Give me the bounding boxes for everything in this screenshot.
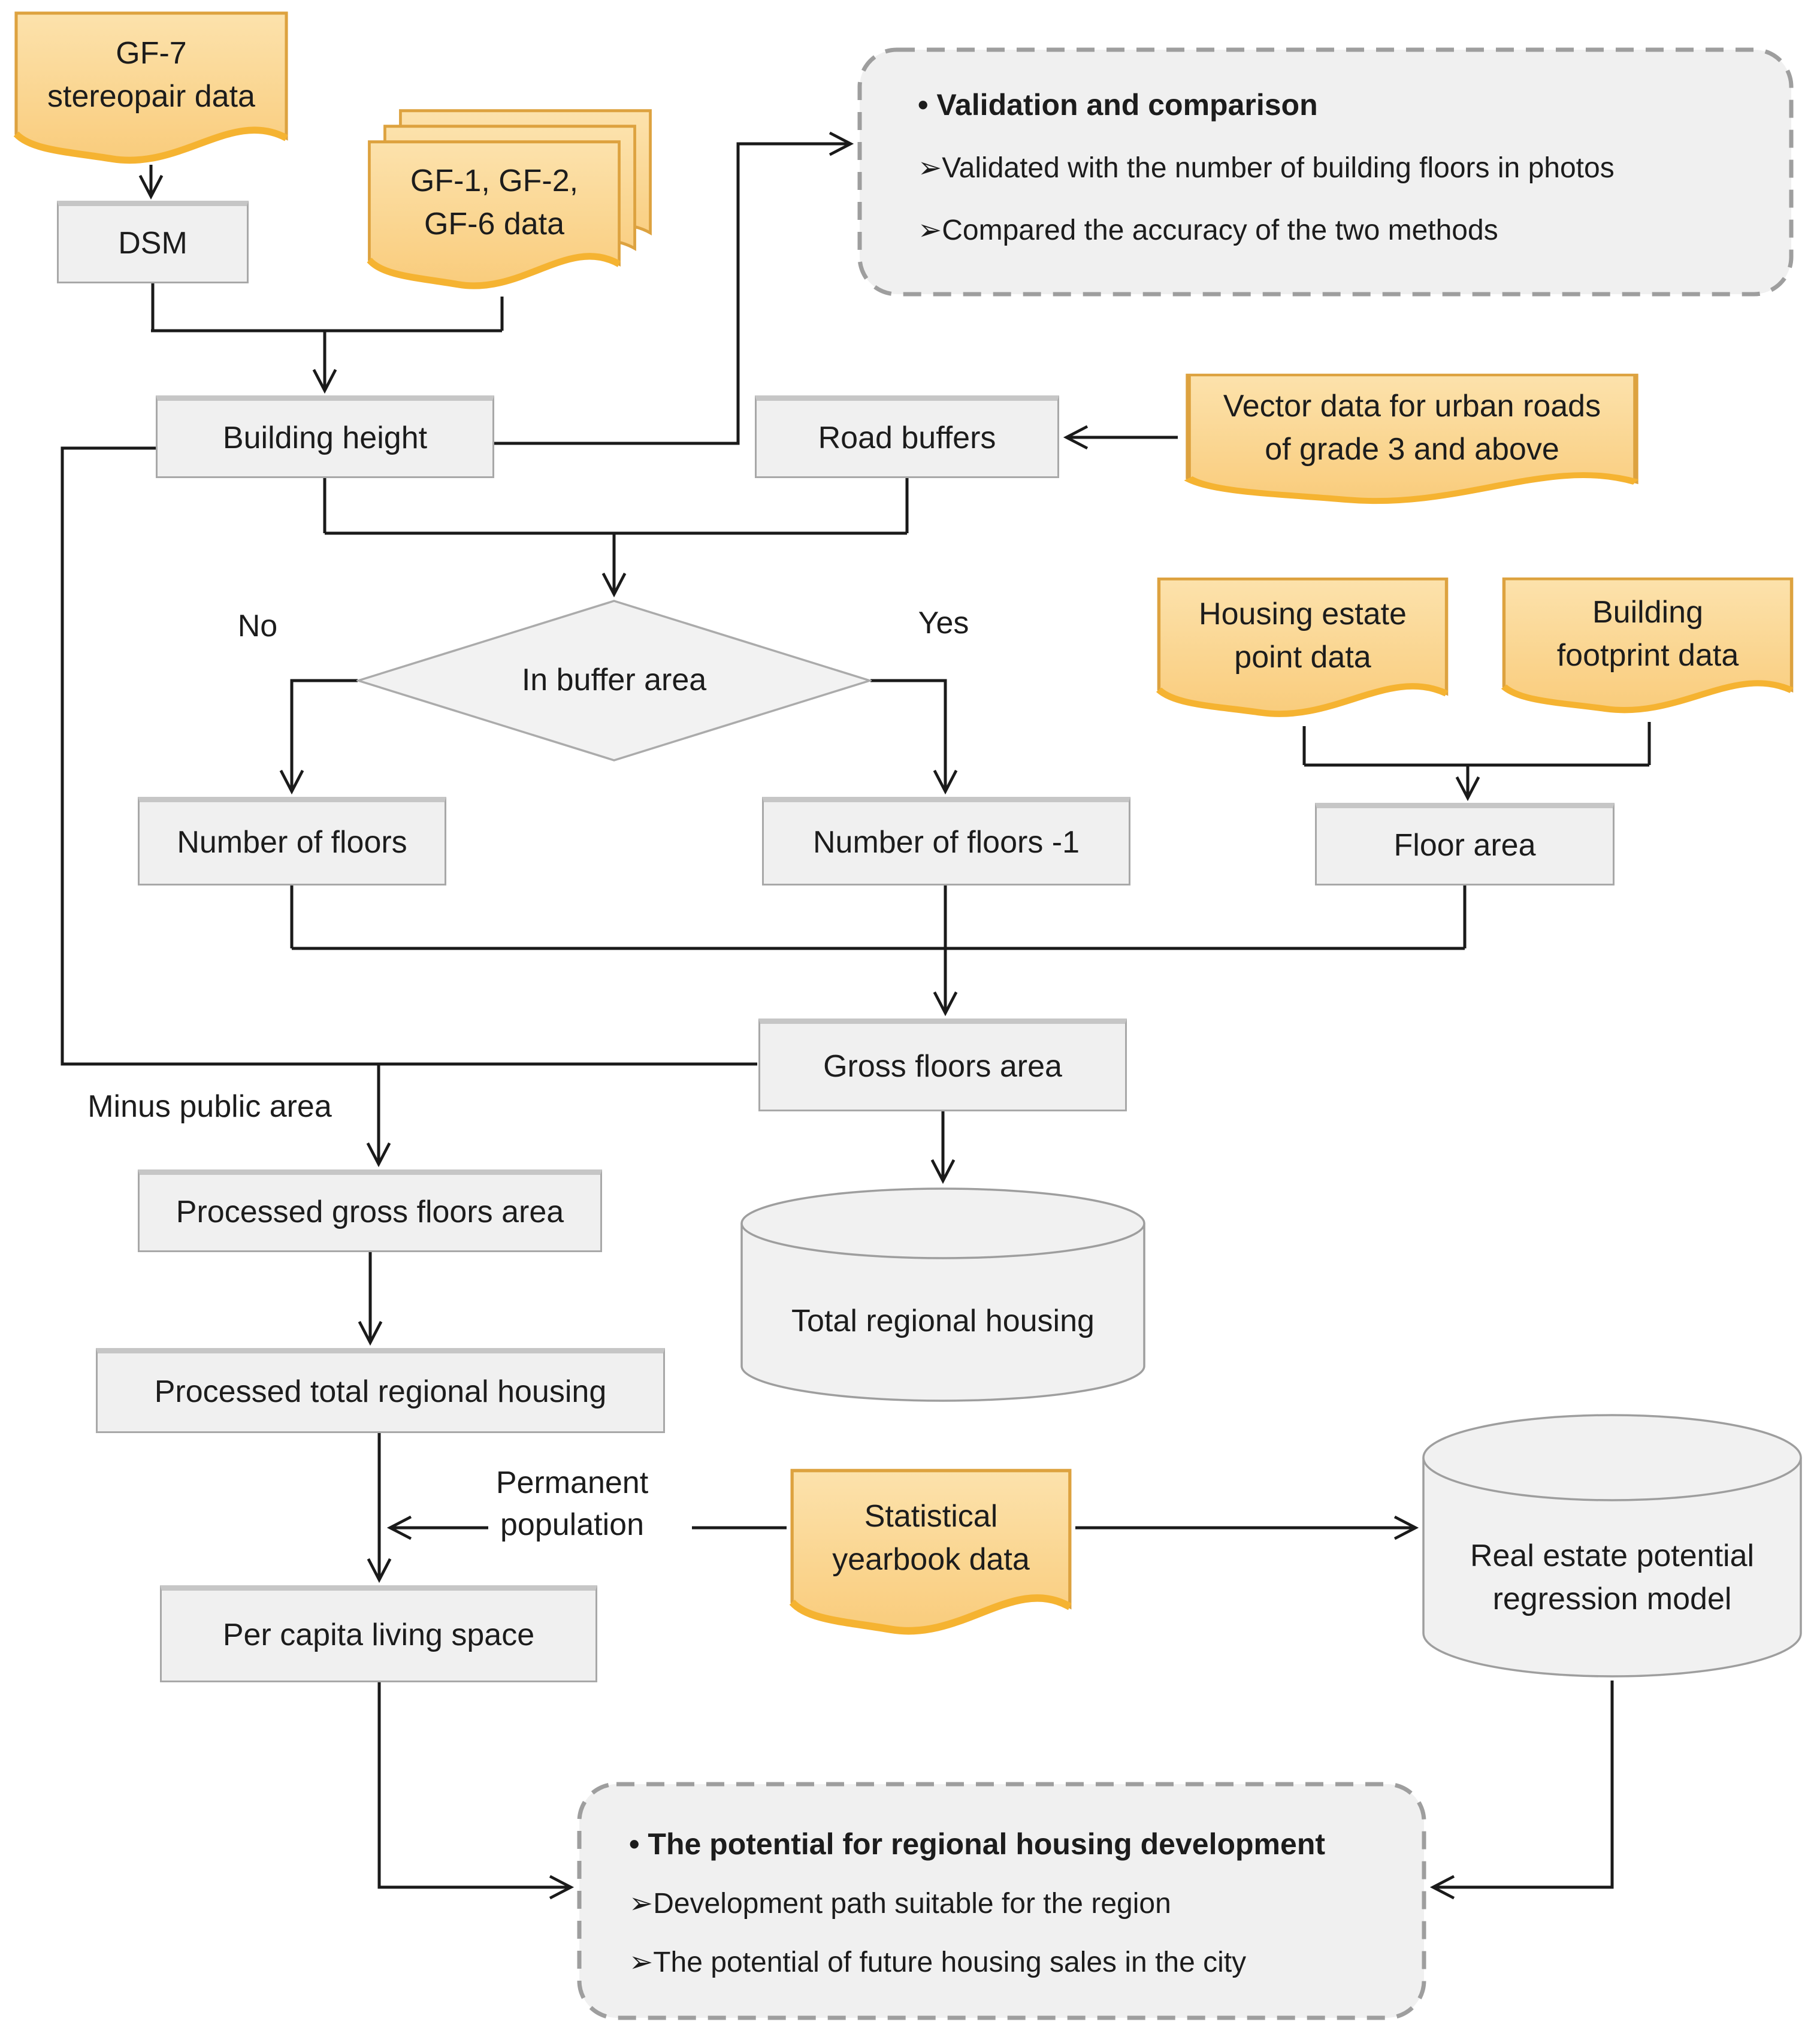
connector-building-height-loop bbox=[61, 446, 757, 1066]
cylinder-shape-icon bbox=[740, 1187, 1145, 1402]
number-of-floors-minus1-box: Number of floors -1 bbox=[762, 797, 1130, 885]
validation-panel: • Validation and comparison ➢Validated w… bbox=[857, 47, 1794, 297]
number-of-floors-label: Number of floors bbox=[177, 825, 407, 860]
statistical-yearbook-doc: Statistical yearbook data bbox=[788, 1466, 1074, 1648]
dsm-box: DSM bbox=[57, 201, 249, 283]
document-shape-icon bbox=[13, 11, 288, 164]
document-shape-icon bbox=[1184, 373, 1639, 504]
gf7-stereopair-doc: GF-7 stereopair data bbox=[12, 9, 291, 176]
per-capita-living-space-box: Per capita living space bbox=[160, 1585, 597, 1682]
gf7-stereopair-label: GF-7 stereopair data bbox=[47, 36, 255, 114]
validation-title: • Validation and comparison bbox=[918, 88, 1318, 122]
statistical-yearbook-label: Statistical yearbook data bbox=[832, 1499, 1030, 1577]
document-shape-icon bbox=[1501, 577, 1794, 714]
branch-label-yes: Yes bbox=[918, 605, 969, 640]
connector-building-height-to-validation bbox=[494, 131, 854, 445]
floor-area-label: Floor area bbox=[1393, 828, 1536, 863]
dashed-border-icon bbox=[577, 1782, 1426, 2020]
cylinder-shape-icon bbox=[1422, 1414, 1802, 1678]
potential-item: ➢Development path suitable for the regio… bbox=[629, 1888, 1171, 1920]
document-shape-icon bbox=[789, 1468, 1072, 1635]
minus-public-area-label: Minus public area bbox=[87, 1089, 332, 1124]
total-regional-housing-label: Total regional housing bbox=[791, 1304, 1095, 1339]
vector-roads-label: Vector data for urban roads of grade 3 a… bbox=[1223, 389, 1601, 467]
potential-title: • The potential for regional housing dev… bbox=[629, 1827, 1326, 1861]
connector-decision-no bbox=[279, 679, 358, 795]
processed-total-housing-label: Processed total regional housing bbox=[154, 1374, 607, 1410]
building-height-label: Building height bbox=[222, 421, 428, 456]
road-buffers-label: Road buffers bbox=[818, 421, 996, 456]
diamond-shape-icon bbox=[356, 600, 872, 761]
housing-estate-doc: Housing estate point data bbox=[1154, 575, 1451, 728]
housing-estate-label: Housing estate point data bbox=[1199, 597, 1407, 675]
building-height-box: Building height bbox=[156, 395, 494, 478]
processed-total-housing-box: Processed total regional housing bbox=[96, 1348, 665, 1433]
in-buffer-label: In buffer area bbox=[521, 663, 707, 698]
per-capita-living-space-label: Per capita living space bbox=[222, 1618, 535, 1653]
document-shape-icon bbox=[1156, 578, 1449, 717]
number-of-floors-box: Number of floors bbox=[138, 797, 446, 885]
processed-gross-floors-box: Processed gross floors area bbox=[138, 1169, 602, 1252]
in-buffer-decision: In buffer area bbox=[356, 599, 872, 762]
gf-stack-doc: GF-1, GF-2, GF-6 data bbox=[365, 138, 623, 301]
document-shape-icon bbox=[367, 140, 621, 289]
dashed-border-icon bbox=[857, 47, 1794, 297]
connector-per-capita-to-potential bbox=[377, 1682, 575, 1900]
building-footprint-doc: Building footprint data bbox=[1499, 575, 1796, 724]
road-buffers-box: Road buffers bbox=[755, 395, 1059, 478]
connector-model-to-potential bbox=[1429, 1681, 1614, 1900]
potential-item: ➢The potential of future housing sales i… bbox=[629, 1947, 1247, 1978]
gf-stack-label: GF-1, GF-2, GF-6 data bbox=[410, 164, 579, 241]
connector-decision-yes bbox=[870, 679, 958, 795]
validation-item: ➢Compared the accuracy of the two method… bbox=[918, 214, 1498, 246]
building-footprint-label: Building footprint data bbox=[1556, 595, 1739, 673]
floor-area-box: Floor area bbox=[1315, 803, 1615, 885]
number-of-floors-minus1-label: Number of floors -1 bbox=[812, 825, 1080, 860]
validation-item: ➢Validated with the number of building f… bbox=[918, 152, 1615, 184]
permanent-population-label: Permanent population bbox=[495, 1465, 649, 1542]
branch-label-no: No bbox=[237, 608, 278, 643]
gross-floors-area-label: Gross floors area bbox=[823, 1048, 1062, 1084]
real-estate-model-label: Real estate potential regression model bbox=[1470, 1539, 1755, 1616]
potential-panel: • The potential for regional housing dev… bbox=[576, 1781, 1427, 2021]
total-regional-housing-cylinder: Total regional housing bbox=[739, 1186, 1147, 1405]
real-estate-model-cylinder: Real estate potential regression model bbox=[1421, 1413, 1803, 1679]
processed-gross-floors-label: Processed gross floors area bbox=[176, 1195, 564, 1230]
vector-roads-doc: Vector data for urban roads of grade 3 a… bbox=[1181, 371, 1643, 514]
dsm-label: DSM bbox=[118, 226, 188, 261]
gross-floors-area-box: Gross floors area bbox=[758, 1018, 1127, 1111]
